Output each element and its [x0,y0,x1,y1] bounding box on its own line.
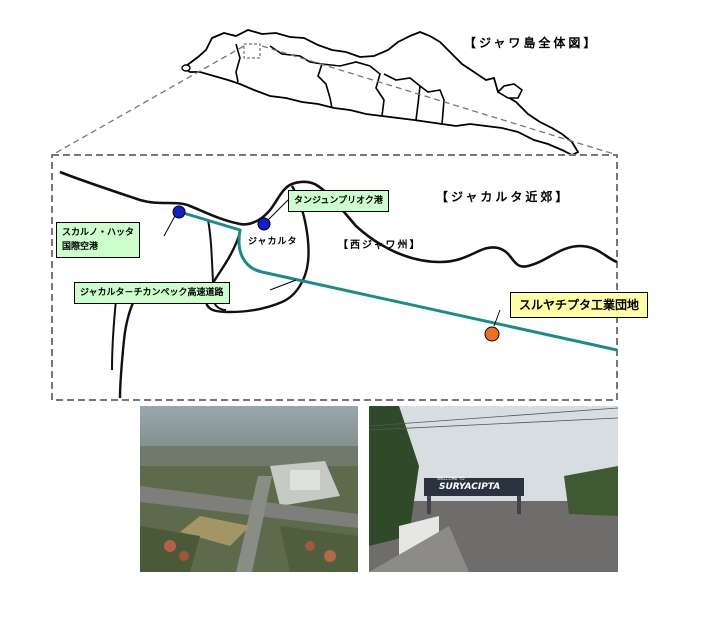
inset-marker [243,43,261,59]
south-road [111,299,117,371]
java-map-title: 【ジャワ島全体図】 [464,36,599,50]
madura-island [496,83,524,99]
expressway-callout: ジャカルタ－チカンペック高速道路 [74,282,230,304]
detail-map-title: 【ジャカルタ近郊】 [436,190,571,204]
gate-name-text: SURYACIPTA [439,482,501,492]
industrial-estate-marker [484,326,500,342]
suryacipta-gate-photo: WELCOME TO SURYACIPTA [369,406,618,572]
southwest-road [118,291,141,399]
port-marker [257,217,271,231]
province-label: 【西ジャワ州】 [338,240,422,251]
coastline [59,170,618,268]
port-callout: タンジュンプリオク港 [288,190,389,212]
industrial-estate-callout: スルヤチプタ工業団地 [510,292,649,318]
detail-map-frame [51,154,618,401]
java-island-outline [181,29,580,157]
airport-marker [172,205,186,219]
expressway-line [179,210,618,352]
airport-callout: スカルノ・ハッタ 国際空港 [56,222,141,258]
aerial-photo [140,406,358,572]
gate-welcome-text: WELCOME TO [437,476,465,481]
city-label: ジャカルタ [248,237,298,247]
